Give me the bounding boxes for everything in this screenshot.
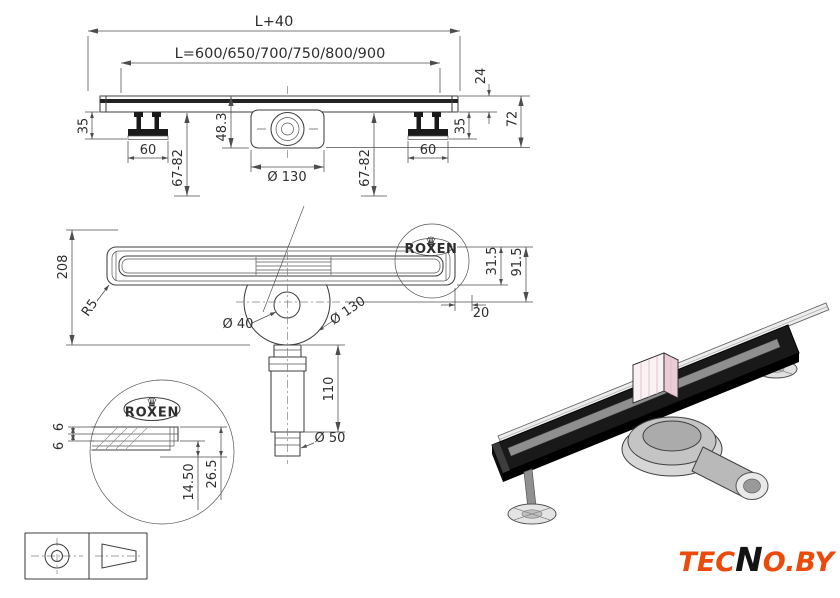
- front-left-foot: [127, 112, 169, 140]
- dim-24: 24: [474, 68, 489, 85]
- dim-20: 20: [473, 306, 490, 321]
- plan-roxen-crown-icon: ♛: [425, 235, 437, 250]
- front-dimensions: L+40 L=600/650/700/750/800/900 24 72 35: [77, 14, 530, 197]
- detail-roxen-text: ROXEN: [125, 406, 179, 421]
- dim-208: 208: [56, 255, 71, 280]
- dim-l-plus-40: L+40: [255, 14, 294, 30]
- brand-part-3: O.BY: [763, 547, 837, 578]
- iso-left-foot: [507, 468, 557, 525]
- detail-profile-section: [91, 426, 179, 451]
- plan-section-line: [262, 205, 305, 313]
- detail-roxen-crown-icon: ♛: [146, 396, 158, 411]
- dim-6-bottom: 6: [52, 442, 67, 450]
- front-view: L+40 L=600/650/700/750/800/900 24 72 35: [77, 14, 530, 197]
- plan-detail-circle: [394, 223, 470, 299]
- brand-logo: TECNO.BY: [678, 540, 836, 579]
- dim-31-5: 31.5: [485, 247, 500, 276]
- front-right-foot: [407, 112, 449, 140]
- dim-l-series: L=600/650/700/750/800/900: [175, 46, 386, 62]
- iso-view: [491, 302, 830, 525]
- svg-text:TECNO.BY: TECNO.BY: [678, 540, 836, 579]
- dim-72: 72: [506, 111, 521, 128]
- detail-circle: [89, 379, 235, 525]
- plan-trap-d40-circle: [273, 291, 301, 319]
- projection-circle-inner: [50, 549, 64, 563]
- projection-frustum: [101, 543, 137, 569]
- dim-d50: Ø 50: [315, 431, 346, 446]
- front-grate-strip: [100, 99, 458, 103]
- plan-view: ♛ ROXEN 208 R5: [56, 205, 533, 464]
- plan-roxen-logo: ♛ ROXEN: [405, 235, 458, 257]
- iso-outlet-pipe: [691, 446, 769, 500]
- dim-60-right: 60: [420, 143, 437, 158]
- dim-35-right: 35: [454, 118, 469, 135]
- front-siphon-housing: [250, 109, 325, 149]
- dim-plan-d40: Ø 40: [223, 317, 254, 332]
- dim-14-50: 14.50: [182, 463, 197, 500]
- dim-110: 110: [322, 377, 337, 402]
- brand-part-1: TEC: [678, 547, 735, 578]
- dim-6-top: 6: [52, 423, 67, 431]
- plan-roxen-text: ROXEN: [405, 242, 458, 257]
- projection-circle-outer: [44, 543, 70, 569]
- iso-siphon-insert: [631, 352, 680, 404]
- dim-plan-d130: Ø 130: [328, 294, 369, 328]
- detail-view: ♛ ROXEN 6 6: [52, 379, 235, 525]
- dim-67-82-left: 67-82: [171, 149, 186, 187]
- detail-roxen-logo: ♛ ROXEN: [123, 396, 181, 422]
- dim-front-d130: Ø 130: [267, 170, 306, 185]
- dim-48-3: 48.3: [215, 113, 230, 142]
- dim-26-5: 26.5: [205, 460, 220, 489]
- dim-35-left: 35: [77, 118, 92, 135]
- dim-91-5: 91.5: [510, 248, 525, 277]
- brand-part-2: N: [735, 540, 763, 579]
- projection-symbol: [24, 532, 148, 580]
- plan-grate-insert: [255, 257, 332, 275]
- dim-67-82-right: 67-82: [358, 149, 373, 187]
- dim-60-left: 60: [140, 143, 157, 158]
- detail-dimensions: 6 6 26.5 14.50: [52, 423, 227, 510]
